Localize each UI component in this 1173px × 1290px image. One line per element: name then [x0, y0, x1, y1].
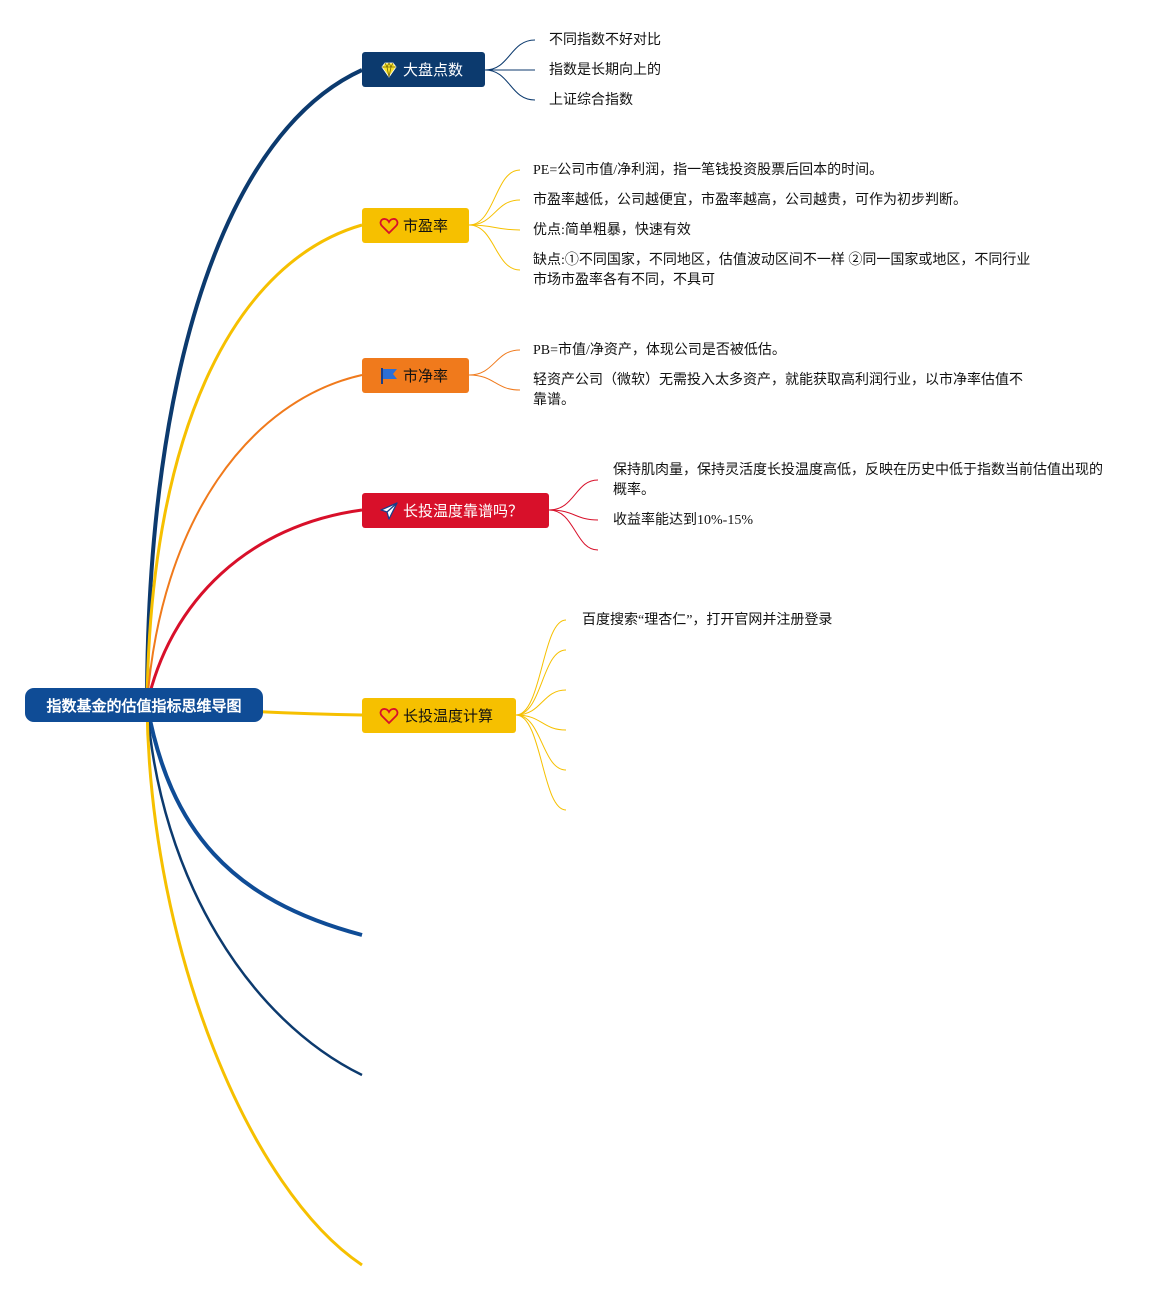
topic-label: 大盘点数 [403, 61, 464, 79]
leaf-text: 百度搜索“理杏仁”，打开官网并注册登录 [582, 613, 833, 628]
leaf-lines-dapan [484, 39, 536, 101]
leaf-text: 市盈率越低，公司越便宜，市盈率越高，公司越贵，可作为初步判断。 [533, 193, 967, 208]
paper-plane-icon [379, 501, 399, 521]
branch-line-empty-2 [145, 704, 363, 1077]
branch-line-kaopu [145, 508, 363, 706]
heart-icon [379, 706, 399, 726]
branch-line-empty-3 [145, 704, 363, 1267]
root-label: 指数基金的估值指标思维导图 [46, 696, 242, 715]
leaf-text: 缺点:①不同国家，不同地区，估值波动区间不一样 ②同一国家或地区，不同行业市场市… [533, 253, 1031, 288]
leaf-text: PB=市值/净资产，体现公司是否被低估。 [533, 343, 786, 358]
leaf-text: 优点:简单粗暴，快速有效 [533, 223, 691, 238]
leaf-text: 收益率能达到10%-15% [613, 513, 753, 528]
topic-label: 长投温度计算 [403, 707, 494, 725]
topic-label: 市净率 [403, 367, 449, 385]
topic-jisuan[interactable]: 长投温度计算 [362, 698, 516, 733]
leaf-lines-shijinglv [468, 349, 521, 391]
flag-icon [379, 366, 399, 386]
leaf-lines-jisuan [515, 619, 567, 811]
branch-line-empty-1 [145, 704, 363, 937]
leaf-text: 不同指数不好对比 [549, 33, 661, 48]
leaf-text: 轻资产公司（微软）无需投入太多资产，就能获取高利润行业，以市净率估值不靠谱。 [533, 373, 1023, 408]
leaf-lines-kaopu [548, 479, 599, 551]
topic-shiyinglv[interactable]: 市盈率 [362, 208, 469, 243]
root-node[interactable]: 指数基金的估值指标思维导图 [25, 688, 263, 722]
leaf-text: 上证综合指数 [549, 93, 633, 108]
branch-line-shijinglv [146, 374, 363, 706]
branch-line-dapan [145, 68, 363, 706]
leaf-lines-shiyinglv [468, 169, 521, 271]
diamond-icon [379, 60, 399, 80]
topic-label: 长投温度靠谱吗？ [403, 502, 524, 520]
leaf-text: 保持肌肉量，保持灵活度长投温度高低，反映在历史中低于指数当前估值出现的概率。 [613, 463, 1103, 498]
topic-dapan[interactable]: 大盘点数 [362, 52, 485, 87]
leaf-text: 指数是长期向上的 [549, 63, 661, 78]
leaf-text: PE=公司市值/净利润，指一笔钱投资股票后回本的时间。 [533, 163, 884, 178]
branch-line-shiyinglv [145, 223, 363, 706]
topic-label: 市盈率 [403, 217, 449, 235]
heart-icon [379, 216, 399, 236]
topic-kaopu[interactable]: 长投温度靠谱吗？ [362, 493, 549, 528]
topic-shijinglv[interactable]: 市净率 [362, 358, 469, 393]
